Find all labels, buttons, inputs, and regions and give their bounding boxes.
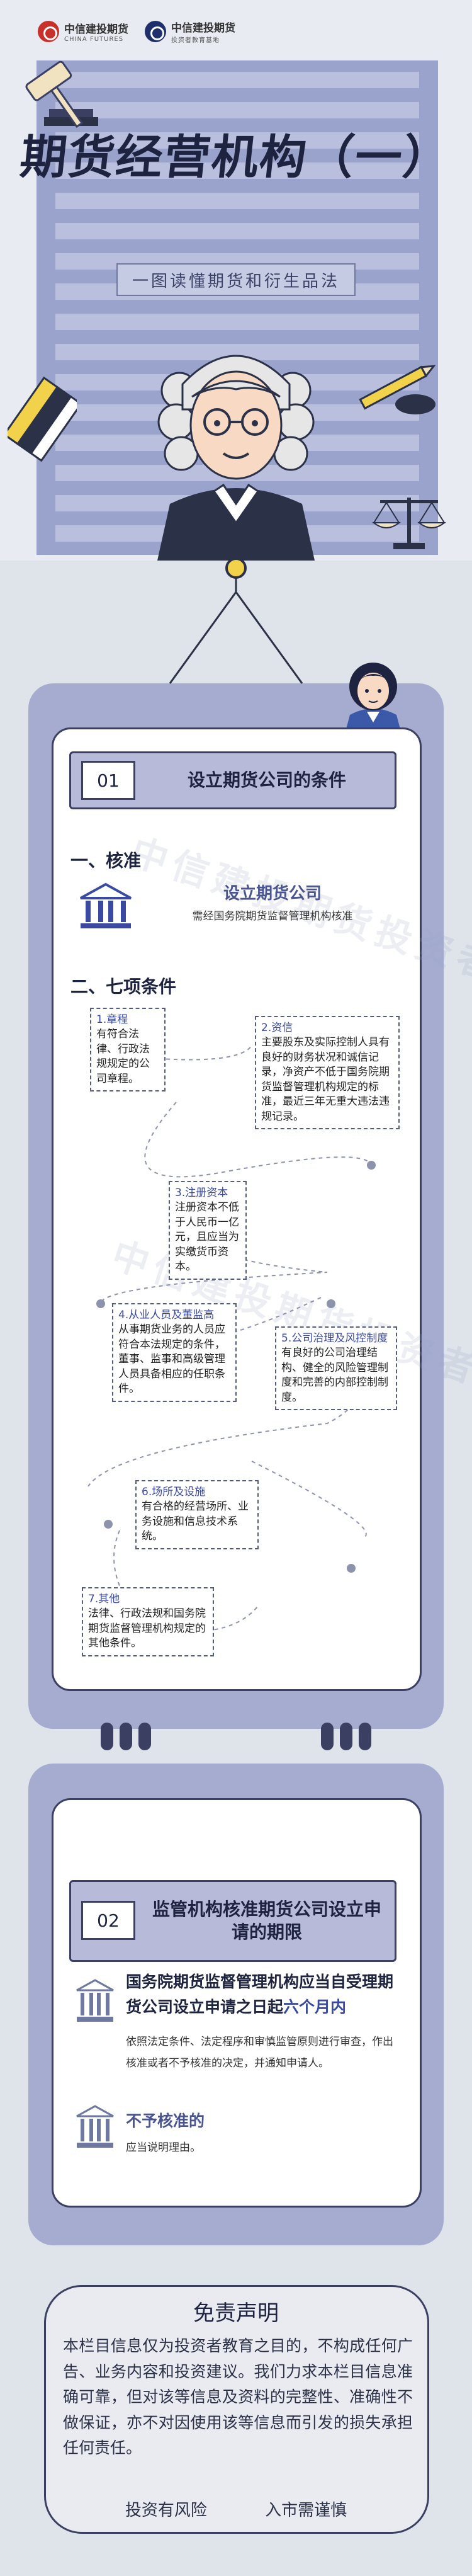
logo-bar: 中信建投期货 CHINA FUTURES 中信建投期货 投资者教育基地 — [38, 19, 235, 44]
risk-warning-right: 入市需谨慎 — [265, 2501, 347, 2520]
building-document-icon — [76, 1979, 114, 2022]
section2-title: 监管机构核准期货公司设立申请的期限 — [152, 1898, 381, 1942]
condition-title: 4.从业人员及董监高 — [118, 1309, 215, 1321]
header: 中信建投期货 CHINA FUTURES 中信建投期货 投资者教育基地 — [0, 0, 472, 561]
deadline-text: 国务院期货监督管理机构应当自受理期货公司设立申请之日起 — [126, 1973, 394, 2016]
condition-card: 1.章程 有符合法律、行政法规规定的公司章程。 — [90, 1008, 166, 1092]
binder-ring-icon — [321, 1723, 371, 1750]
section2-header: 02 监管机构核准期货公司设立申请的期限 — [69, 1880, 396, 1962]
binder-ring-icon — [101, 1723, 151, 1750]
condition-card: 3.注册资本 注册资本不低于人民币一亿元，且应当为实缴货币资本。 — [169, 1181, 247, 1280]
woman-avatar-illustration — [345, 663, 402, 734]
condition-card: 7.其他 法律、行政法规和国务院期货监督管理机构规定的其他条件。 — [82, 1587, 214, 1656]
condition-card: 6.场所及设施 有合格的经营场所、业务设施和信息技术系统。 — [135, 1480, 259, 1549]
hanger-strings — [169, 591, 303, 684]
logo-mark-icon — [38, 21, 59, 42]
reject-title: 不予核准的 — [126, 2112, 205, 2130]
condition-title: 6.场所及设施 — [142, 1486, 206, 1498]
condition-body: 有符合法律、行政法规规定的公司章程。 — [96, 1028, 150, 1085]
logo-right-cn: 中信建投期货 — [171, 22, 235, 35]
logo-right-sub: 投资者教育基地 — [171, 37, 220, 44]
review-description: 依照法定条件、法定程序和审慎监管原则进行审查，作出核准或者不予核准的决定，并通知… — [126, 2036, 393, 2070]
deadline-highlight: 六个月内 — [283, 1998, 347, 2016]
condition-body: 注册资本不低于人民币一亿元，且应当为实缴货币资本。 — [175, 1201, 239, 1274]
section1-header: 01 设立期货公司的条件 — [69, 751, 396, 809]
deadline-statement: 国务院期货监督管理机构应当自受理期货公司设立申请之日起六个月内 — [126, 1969, 403, 2020]
approve-description: 需经国务院期货监督管理机构核准 — [192, 910, 353, 923]
hanger-ring-icon — [225, 557, 247, 592]
seven-conditions-heading: 二、七项条件 — [70, 976, 177, 997]
disclaimer-title: 免责声明 — [193, 2301, 279, 2326]
pen-icon — [359, 365, 436, 414]
condition-body: 有合格的经营场所、业务设施和信息技术系统。 — [142, 1500, 249, 1543]
risk-warning-left: 投资有风险 — [125, 2501, 207, 2520]
condition-body: 有良好的公司治理结构、健全的风险管理制度和完善的内部控制制度。 — [281, 1347, 388, 1404]
condition-card: 5.公司治理及风控制度 有良好的公司治理结构、健全的风险管理制度和完善的内部控制… — [275, 1326, 397, 1411]
condition-card: 4.从业人员及董监高 从事期货业务的人员应符合本法规定的条件，董事、监事和高级管… — [112, 1303, 237, 1402]
condition-title: 3.注册资本 — [175, 1187, 228, 1199]
approve-title: 设立期货公司 — [223, 884, 322, 903]
logo-left: 中信建投期货 CHINA FUTURES — [38, 20, 128, 43]
condition-card: 2.资信 主要股东及实际控制人具有良好的财务状况和诚信记录，净资产不低于国务院期… — [255, 1016, 400, 1130]
logo-right: 中信建投期货 投资者教育基地 — [145, 19, 235, 44]
disclaimer-box — [44, 2285, 429, 2534]
scale-icon — [372, 498, 446, 549]
subtitle-box: 一图读懂期货和衍生品法 — [116, 263, 356, 296]
logo-mark-icon — [145, 21, 166, 42]
building-document-icon — [76, 2105, 114, 2148]
reject-description: 应当说明理由。 — [126, 2141, 201, 2154]
condition-body: 法律、行政法规和国务院期货监督管理机构规定的其他条件。 — [88, 1607, 206, 1650]
condition-title: 7.其他 — [88, 1593, 120, 1605]
condition-title: 5.公司治理及风控制度 — [281, 1332, 388, 1345]
bank-building-icon — [80, 882, 132, 928]
gavel-icon — [25, 60, 98, 128]
section2-card — [52, 1798, 422, 2208]
core-heading: 一、核准 — [70, 850, 142, 871]
risk-warning: 投资有风险 入市需谨慎 — [0, 2497, 472, 2521]
section1-number: 01 — [81, 761, 135, 800]
page-subtitle: 一图读懂期货和衍生品法 — [132, 271, 340, 291]
logo-left-cn: 中信建投期货 — [64, 23, 128, 36]
section2-number: 02 — [81, 1901, 135, 1940]
condition-body: 从事期货业务的人员应符合本法规定的条件，董事、监事和高级管理人员具备相应的任职条… — [118, 1323, 225, 1396]
condition-body: 主要股东及实际控制人具有良好的财务状况和诚信记录，净资产不低于国务院期货监督管理… — [261, 1036, 390, 1123]
logo-left-en: CHINA FUTURES — [64, 36, 124, 43]
section1-title: 设立期货公司的条件 — [187, 769, 346, 790]
disclaimer-body: 本栏目信息仅为投资者教育之目的，不构成任何广告、业务内容和投资建议。我们力求本栏… — [63, 2337, 413, 2457]
condition-title: 2.资信 — [261, 1022, 293, 1034]
books-icon — [8, 376, 77, 462]
condition-title: 1.章程 — [96, 1013, 128, 1026]
judge-illustration — [157, 355, 315, 561]
